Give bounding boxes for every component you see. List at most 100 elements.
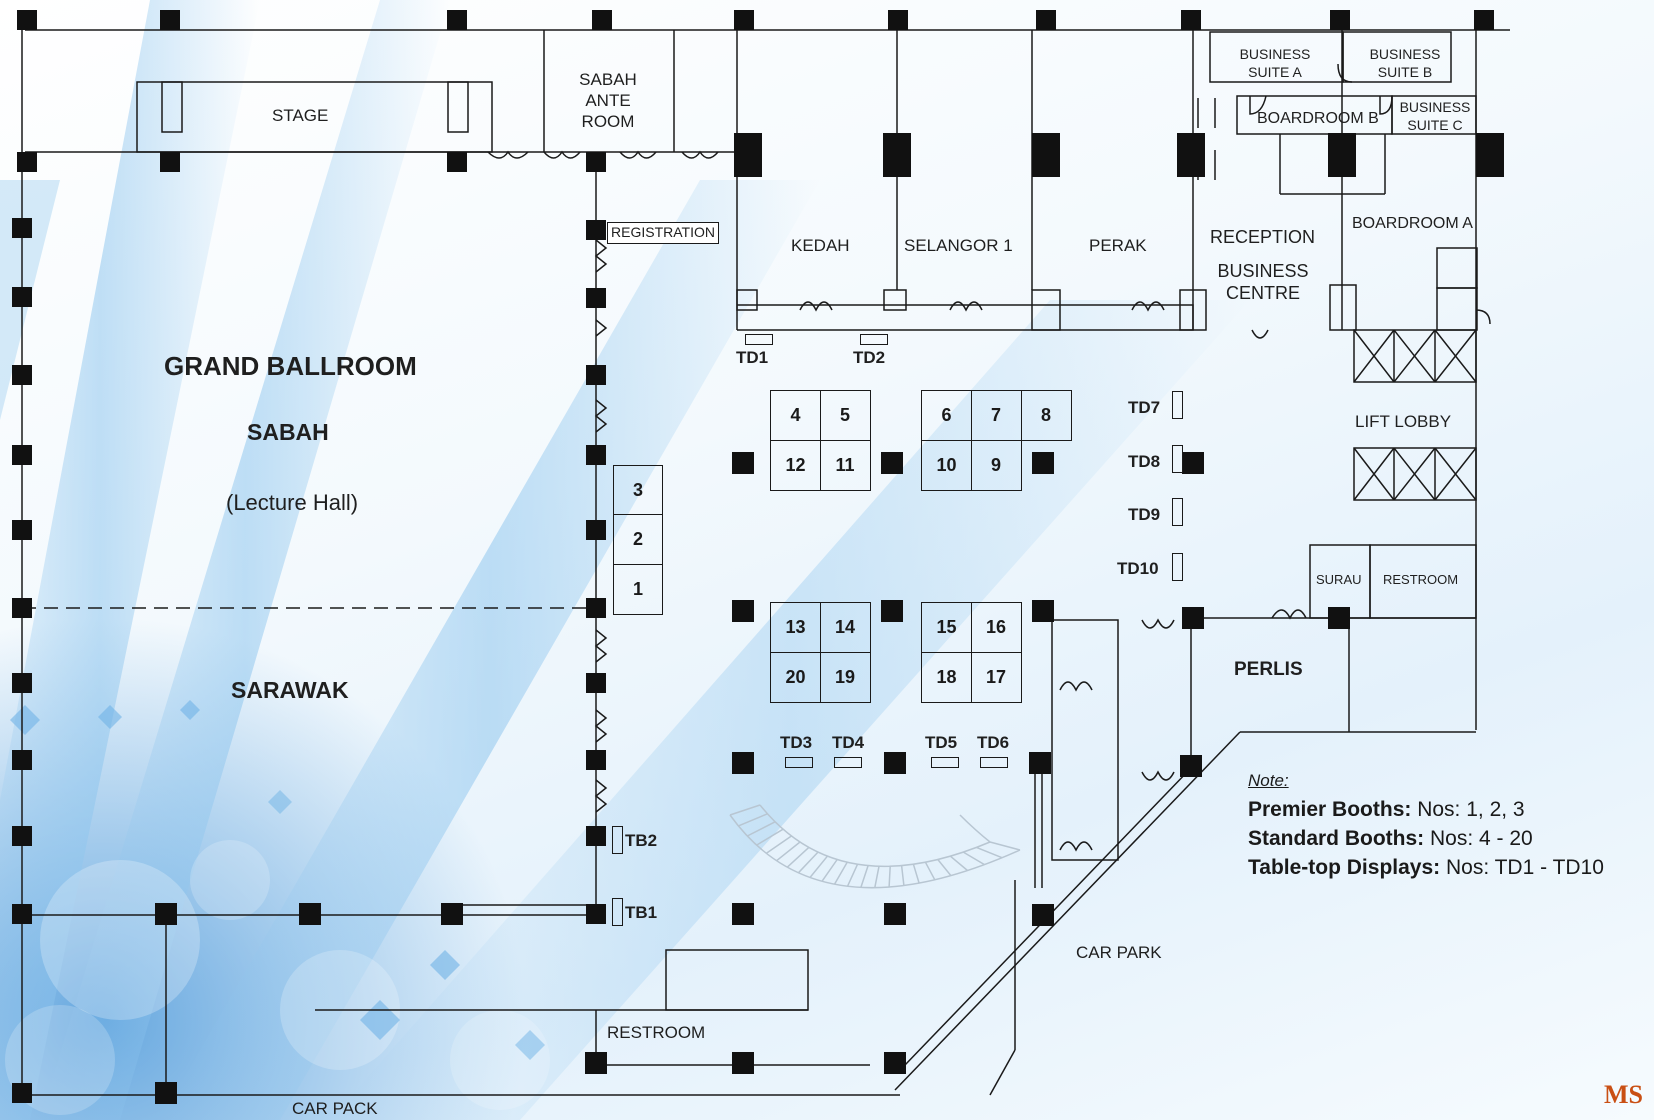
boardroom-a-label: BOARDROOM A [1352,215,1473,232]
tabletop-td7-label[interactable]: TD7 [1128,398,1161,417]
tabletop-td6-label[interactable]: TD6 [977,733,1010,752]
tabletop-td7-table [1172,391,1183,419]
boardroom-b-label: BOARDROOM B [1257,110,1379,127]
column-marker [592,10,612,30]
tabletop-tb1-label[interactable]: TB1 [625,903,658,922]
sabah-ante-room-label: SABAH ANTE ROOM [568,69,648,132]
tabletop-td6-table [980,757,1008,768]
column-marker [884,1052,906,1074]
tabletop-tb1-table [612,898,623,926]
booth[interactable]: 4 [770,390,821,441]
legend-note: Note: Premier Booths: Nos: 1, 2, 3 Stand… [1248,766,1604,882]
column-marker [12,904,32,924]
tabletop-td5-label[interactable]: TD5 [925,733,958,752]
kedah-room-label: KEDAH [791,236,850,255]
booth[interactable]: 10 [921,440,972,491]
tabletop-td8-table [1172,445,1183,473]
tabletop-tb2-table [612,826,623,854]
booth[interactable]: 5 [820,390,871,441]
booth[interactable]: 12 [770,440,821,491]
note-label: Premier Booths: [1248,798,1412,821]
column-marker [1032,133,1060,177]
perlis-label: PERLIS [1234,659,1303,680]
column-marker [586,904,606,924]
note-value: Nos: TD1 - TD10 [1440,856,1604,879]
column-marker [12,218,32,238]
column-marker [12,445,32,465]
booth[interactable]: 6 [921,390,972,441]
lecture-hall-label: (Lecture Hall) [226,490,359,515]
tabletop-td1-label[interactable]: TD1 [736,348,769,367]
tabletop-td8-label[interactable]: TD8 [1128,452,1161,471]
note-value: Nos: 4 - 20 [1424,827,1533,850]
tabletop-td3-label[interactable]: TD3 [780,733,813,752]
column-marker [1177,133,1205,177]
sabah-hall-label: SABAH [247,419,329,445]
booth[interactable]: 17 [971,652,1022,703]
column-marker [884,903,906,925]
column-marker [1182,452,1204,474]
booth[interactable]: 1 [613,565,663,615]
booth[interactable]: 2 [613,515,663,565]
column-marker [1036,10,1056,30]
perak-room-label: PERAK [1089,236,1147,255]
column-marker [1181,10,1201,30]
column-marker [586,445,606,465]
note-line-standard: Standard Booths: Nos: 4 - 20 [1248,824,1604,853]
business-centre-line-2: CENTRE [1225,283,1300,303]
booth[interactable]: 3 [613,465,663,515]
column-marker [447,152,467,172]
business-suite-a-line-2: SUITE A [1248,64,1302,80]
tabletop-tb2-label[interactable]: TB2 [625,831,658,850]
business-centre-label: BUSINESS CENTRE [1208,260,1318,304]
column-marker [586,826,606,846]
column-marker [732,752,754,774]
surau-label: SURAU [1316,572,1362,587]
column-marker [12,673,32,693]
tabletop-td9-label[interactable]: TD9 [1128,505,1161,524]
tabletop-td4-label[interactable]: TD4 [832,733,865,752]
column-marker [12,826,32,846]
column-marker [888,10,908,30]
column-marker [732,903,754,925]
column-marker [1182,607,1204,629]
column-marker [734,10,754,30]
booth[interactable]: 20 [770,652,821,703]
note-line-premier: Premier Booths: Nos: 1, 2, 3 [1248,795,1604,824]
background-decoration [0,0,1250,1120]
booth[interactable]: 9 [971,440,1022,491]
booth[interactable]: 14 [820,602,871,653]
grand-ballroom-title: GRAND BALLROOM [164,351,417,381]
tabletop-td1-table [745,334,773,345]
booth[interactable]: 15 [921,602,972,653]
sabah-ante-room-line-1: SABAH [579,70,637,89]
column-marker [12,365,32,385]
tabletop-td2-label[interactable]: TD2 [853,348,886,367]
booth[interactable]: 16 [971,602,1022,653]
business-suite-a-label: BUSINESS SUITE A [1225,45,1325,81]
booth[interactable]: 8 [1021,390,1072,441]
column-marker [12,287,32,307]
business-suite-a-line-1: BUSINESS [1239,46,1311,62]
structural-columns [12,10,1504,1104]
booth[interactable]: 19 [820,652,871,703]
booth[interactable]: 18 [921,652,972,703]
business-suite-b-label: BUSINESS SUITE B [1355,45,1455,81]
reception-label: RECEPTION [1210,227,1316,247]
tabletop-td5-table [931,757,959,768]
column-marker [1328,607,1350,629]
tabletop-td10-label[interactable]: TD10 [1117,559,1159,578]
column-marker [441,903,463,925]
note-label: Table-top Displays: [1248,856,1441,879]
booth[interactable]: 7 [971,390,1022,441]
column-marker [732,600,754,622]
booth[interactable]: 11 [820,440,871,491]
column-marker [17,10,37,30]
business-centre-line-1: BUSINESS [1217,261,1309,281]
column-marker [160,152,180,172]
booth[interactable]: 13 [770,602,821,653]
column-marker [1474,10,1494,30]
tabletop-td4-table [834,757,862,768]
column-marker [732,452,754,474]
